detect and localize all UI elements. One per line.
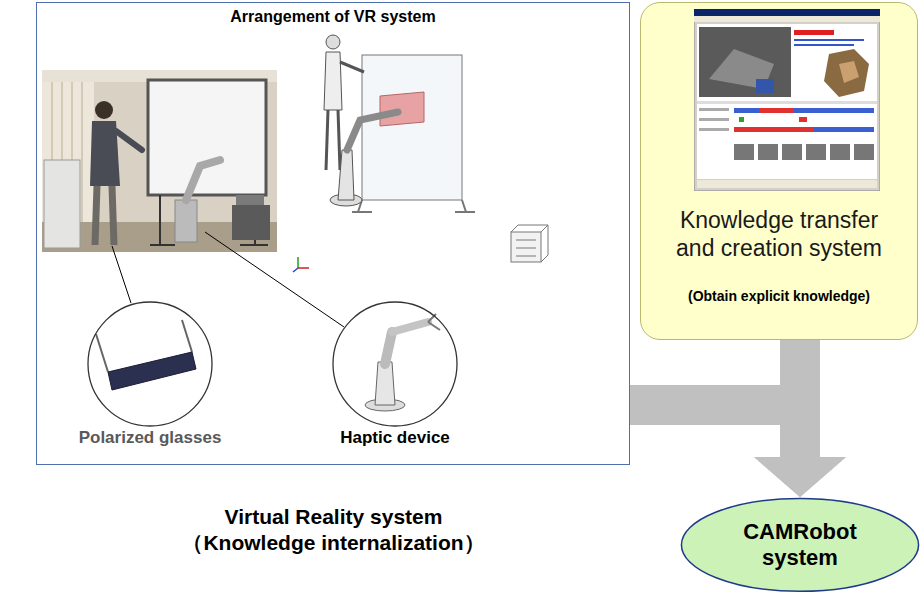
haptic-figure <box>392 322 428 332</box>
callout-label: Polarized glasses <box>60 428 240 448</box>
lab-photo <box>232 205 270 240</box>
screenshot-figure <box>697 24 877 179</box>
screenshot-figure <box>854 144 874 160</box>
screenshot-figure <box>814 127 874 132</box>
screenshot-figure <box>699 27 791 97</box>
cad-arrangement <box>352 200 475 212</box>
circle-callout: Haptic device <box>305 300 485 448</box>
screenshot-figure <box>759 108 794 113</box>
circle-callout: Polarized glasses <box>60 300 240 448</box>
axis-marker <box>297 257 299 268</box>
screenshot-figure <box>694 16 880 22</box>
circle-outline <box>60 300 240 428</box>
callout-label: Haptic device <box>305 428 485 448</box>
box-icon <box>511 225 548 262</box>
system-subtitle: (Obtain explicit knowledge) <box>649 288 909 304</box>
flow-arrow <box>630 405 800 457</box>
axis-marker <box>293 268 298 272</box>
lab-photo <box>116 131 142 150</box>
circle-outline <box>305 300 485 428</box>
haptic-figure <box>333 300 457 424</box>
lab-photo <box>42 70 277 252</box>
glasses-figure <box>88 300 212 424</box>
lab-photo <box>186 160 220 200</box>
flow-arrow <box>780 340 820 457</box>
panel-caption: Virtual Reality system （Knowledge intern… <box>166 504 501 557</box>
screenshot-figure <box>739 117 744 122</box>
screenshot-figure <box>799 117 807 122</box>
glasses-figure <box>88 300 212 424</box>
cad-arrangement <box>324 52 342 110</box>
system-title: Knowledge transfer and creation system <box>667 206 892 262</box>
haptic-figure <box>385 332 392 364</box>
cad-arrangement <box>362 55 462 200</box>
screenshot-figure <box>794 44 854 46</box>
screenshot-figure <box>734 108 874 113</box>
screenshot-figure <box>756 79 774 93</box>
screenshot-figure <box>824 49 869 97</box>
screenshot-figure <box>699 108 729 111</box>
lab-photo <box>148 80 266 195</box>
lab-photo <box>175 200 197 242</box>
leader-line <box>205 232 344 327</box>
lab-photo <box>236 195 264 205</box>
system-ellipse: CAMRobot system <box>680 497 920 593</box>
box-icon <box>511 232 541 262</box>
glasses-figure <box>108 352 196 390</box>
screenshot-figure <box>806 144 826 160</box>
system-box: Knowledge transfer and creation system (O… <box>640 2 918 340</box>
cad-arrangement <box>340 62 364 72</box>
cad-arrangement <box>347 112 398 150</box>
cad-arrangement <box>324 35 475 212</box>
lab-photo <box>95 101 113 119</box>
screenshot-figure <box>782 144 802 160</box>
screenshot-figure <box>697 101 877 104</box>
screenshot-figure <box>839 61 859 83</box>
panel-heading: Arrangement of VR system <box>37 8 629 26</box>
haptic-figure <box>333 300 457 424</box>
lab-photo <box>95 186 114 245</box>
screenshot-figure <box>694 9 880 16</box>
leader-line <box>112 246 131 303</box>
screenshot-figure <box>734 127 874 132</box>
cad-arrangement <box>380 92 424 126</box>
vr-panel: Arrangement of VR systemVirtual Reality … <box>36 2 630 465</box>
screenshot-figure <box>699 118 729 121</box>
screenshot-figure <box>699 128 729 131</box>
screenshot-figure <box>830 144 850 160</box>
lab-photo <box>44 160 80 248</box>
screenshot-figure <box>758 144 778 160</box>
axis-marker <box>293 257 309 272</box>
screenshot-figure <box>794 30 834 35</box>
cad-arrangement <box>326 35 340 49</box>
circle-outline <box>333 302 457 426</box>
axis-marker <box>298 267 309 269</box>
screenshot-figure <box>734 144 754 160</box>
screenshot-figure <box>794 39 864 41</box>
cad-arrangement <box>338 150 354 200</box>
screenshot-figure <box>694 9 880 191</box>
system-label: CAMRobot system <box>730 519 870 572</box>
ellipse-outline <box>681 499 918 592</box>
box-icon <box>511 225 548 262</box>
screenshot-figure <box>697 180 877 188</box>
screenshot-figure <box>694 9 880 191</box>
circle-outline <box>88 302 212 426</box>
cad-arrangement <box>326 110 340 170</box>
lab-photo <box>42 70 277 252</box>
